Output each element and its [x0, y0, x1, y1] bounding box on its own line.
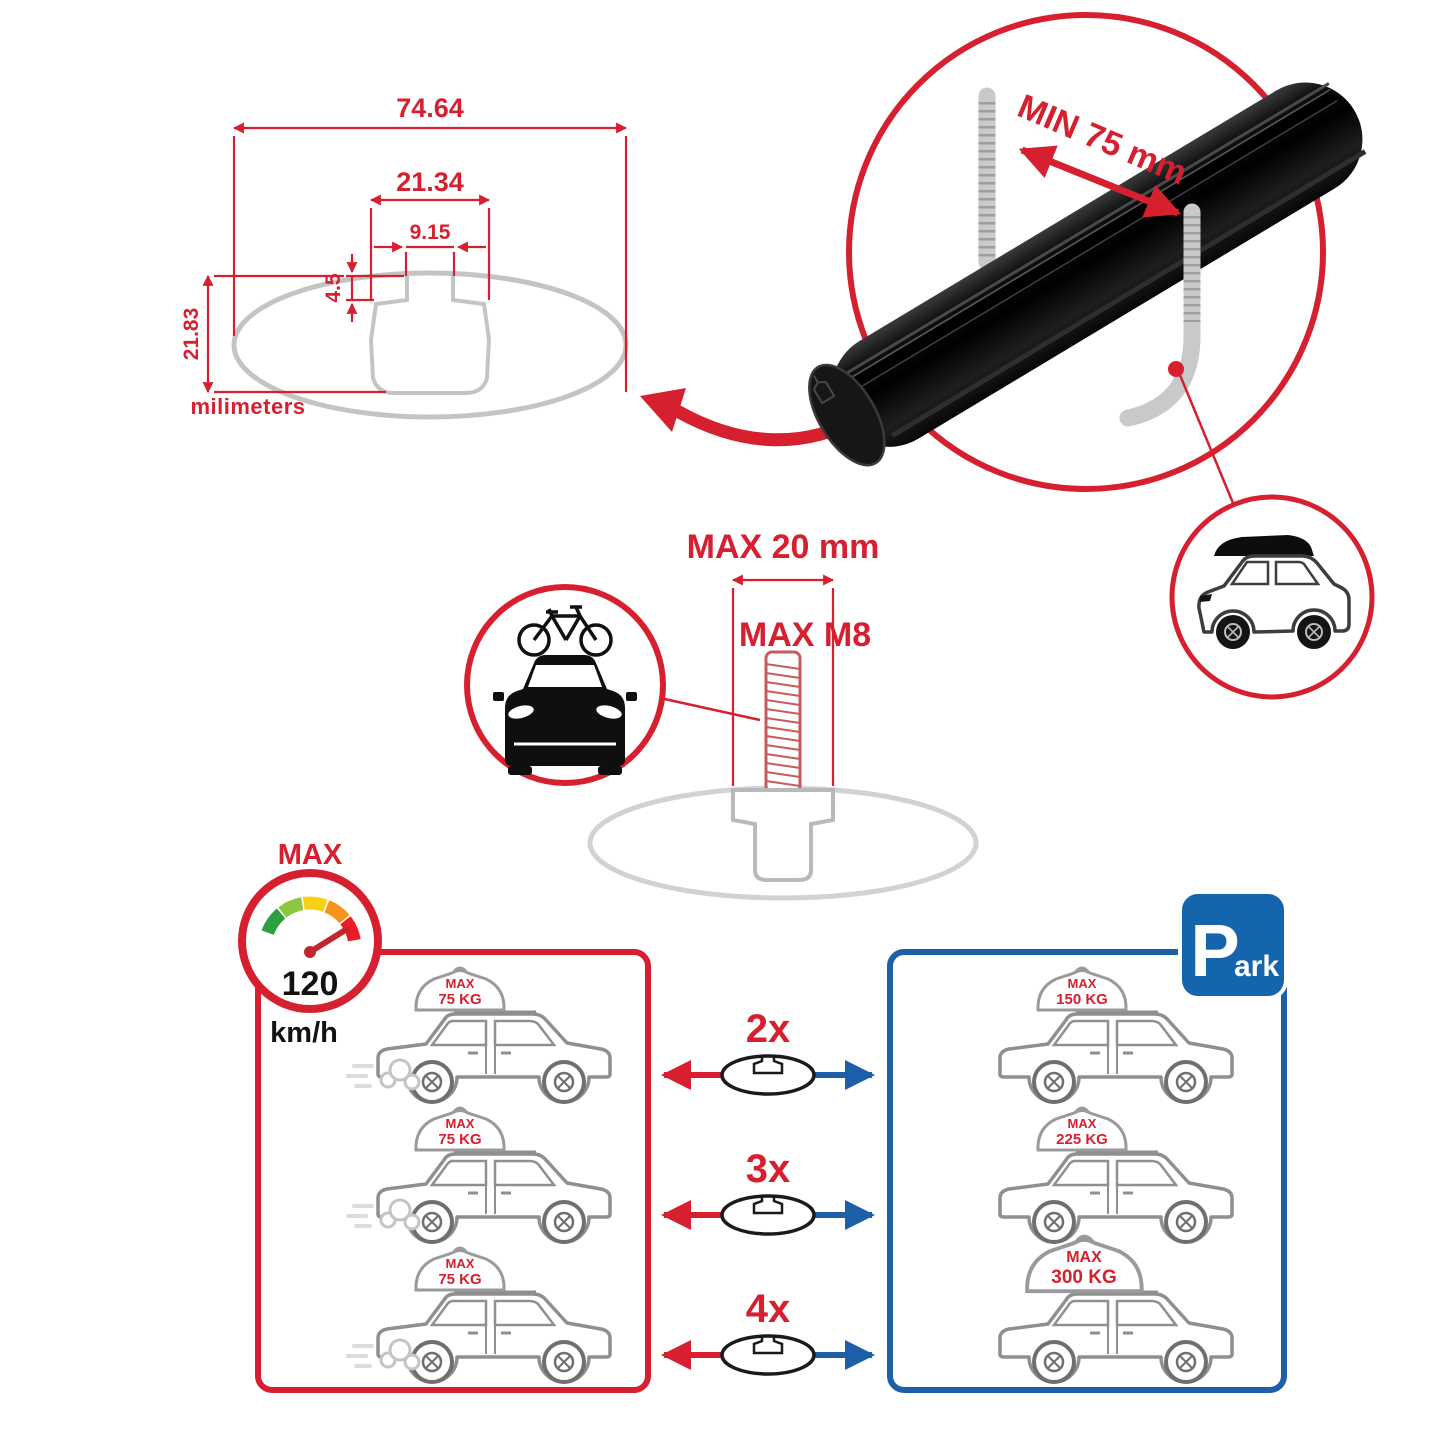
multiplier-row-3: 4x: [661, 1287, 875, 1376]
crossbar-count-icon: [720, 1334, 816, 1376]
dim-slot-width: 9.15: [410, 221, 451, 244]
bag-load-label: 225 KG: [1056, 1131, 1108, 1148]
bag-max-label: MAX: [446, 1256, 475, 1271]
bike-icon: [517, 605, 613, 657]
speed-unit: km/h: [270, 1017, 338, 1049]
aero-crossbar: [808, 82, 1367, 467]
multiplier-row-1: 2x: [661, 1007, 875, 1096]
speed-limit-gauge: MAX 120 km/h: [238, 839, 382, 1049]
parked-car-1: MAX 150 KG: [998, 966, 1234, 1104]
units-label: milimeters: [190, 394, 305, 419]
speed-value: 120: [282, 965, 339, 1003]
bag-max-label: MAX: [1066, 1249, 1102, 1266]
count-label: 3x: [746, 1147, 791, 1191]
dim-total-height: 21.83: [180, 308, 203, 361]
bag-load-label: 300 KG: [1051, 1267, 1116, 1288]
bag-max-label: MAX: [446, 1116, 475, 1131]
threaded-stud: [764, 650, 802, 794]
min-span-label: MIN 75 mm: [1012, 87, 1192, 192]
load-panels: P ark MAX 120 km/h MAX 75 KG: [238, 839, 1288, 1393]
zoom-circle: [846, 12, 1326, 492]
multiplier-row-2: 3x: [661, 1147, 875, 1236]
crossbar-count-icon: [720, 1054, 816, 1096]
t-slot-nut: [731, 788, 835, 882]
speed-max-label: MAX: [278, 839, 343, 871]
callout-dot: [1168, 361, 1184, 377]
bag-max-label: MAX: [446, 976, 475, 991]
gauge-arc: [261, 896, 361, 942]
bag-load-label: 75 KG: [438, 1131, 481, 1148]
crossbar-3d-detail: MIN 75 mm: [808, 12, 1375, 700]
count-label: 2x: [746, 1007, 791, 1051]
suv-callout: [1169, 494, 1375, 700]
parking-sign-letter: P: [1190, 909, 1239, 992]
moving-car-1: MAX 75 KG: [346, 966, 612, 1104]
moving-car-2: MAX 75 KG: [346, 1106, 612, 1244]
u-bolt-near-leg: [1119, 203, 1201, 427]
parked-car-2: MAX 225 KG: [998, 1106, 1234, 1244]
gauge-needle: [307, 926, 350, 955]
bag-max-label: MAX: [1068, 976, 1097, 991]
bike-callout-line: [659, 696, 761, 722]
bag-load-label: 150 KG: [1056, 991, 1108, 1008]
suv-with-roofbox-icon: [1197, 535, 1351, 649]
parking-sign: P ark: [1178, 890, 1288, 1000]
bolt-max-thread-label: MAX M8: [739, 616, 871, 654]
callout-line: [1178, 374, 1235, 504]
crossbar-count-icon: [720, 1194, 816, 1236]
car-front-icon: [493, 655, 637, 775]
bag-max-label: MAX: [1068, 1116, 1097, 1131]
bolt-max-width-label: MAX 20 mm: [687, 528, 880, 566]
bike-car-callout: [464, 584, 666, 786]
parking-sign-rest: ark: [1234, 950, 1279, 983]
bag-load-label: 75 KG: [438, 991, 481, 1008]
count-label: 4x: [746, 1287, 791, 1331]
profile-t-slot: [368, 276, 492, 395]
cross-section-drawing: 74.64 21.34 9.15 4.5 21.83 milimeters: [180, 93, 867, 447]
dim-slot-depth: 4.5: [322, 273, 345, 303]
moving-car-3: MAX 75 KG: [346, 1246, 612, 1384]
dim-channel-width: 21.34: [396, 167, 464, 197]
bag-load-label: 75 KG: [438, 1271, 481, 1288]
parked-car-3: MAX 300 KG: [998, 1234, 1234, 1384]
dim-total-width: 74.64: [396, 93, 464, 123]
t-bolt-detail: MAX 20 mm MAX M8: [464, 528, 979, 901]
